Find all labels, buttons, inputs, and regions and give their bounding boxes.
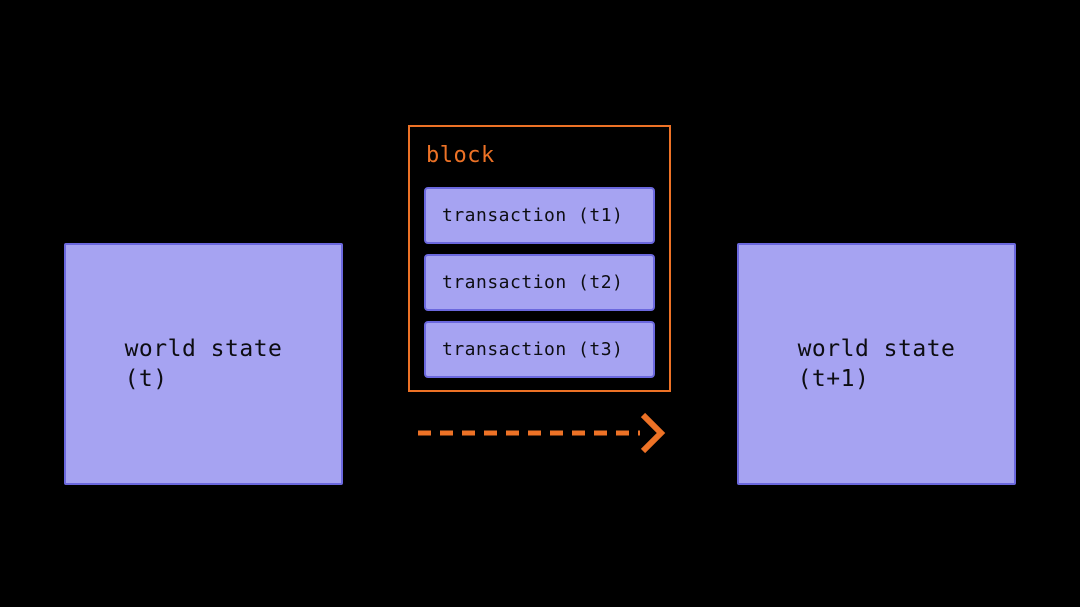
transition-arrow: [418, 412, 666, 454]
transaction-item-3: transaction (t3): [424, 321, 655, 378]
arrow-head-icon: [640, 412, 666, 454]
world-state-t-line1: world state: [124, 336, 283, 362]
world-state-t1-line2: (t+1): [797, 366, 870, 392]
world-state-t-label: world state (t): [125, 334, 283, 394]
world-state-t1-line1: world state: [797, 336, 956, 362]
world-state-t1-label: world state (t+1): [798, 334, 956, 394]
transaction-item-2: transaction (t2): [424, 254, 655, 311]
transaction-item-1: transaction (t1): [424, 187, 655, 244]
world-state-t-line2: (t): [124, 366, 168, 392]
world-state-t-box: world state (t): [64, 243, 343, 485]
world-state-t1-box: world state (t+1): [737, 243, 1016, 485]
block-container: block transaction (t1) transaction (t2) …: [408, 125, 671, 392]
block-label: block: [426, 143, 495, 168]
